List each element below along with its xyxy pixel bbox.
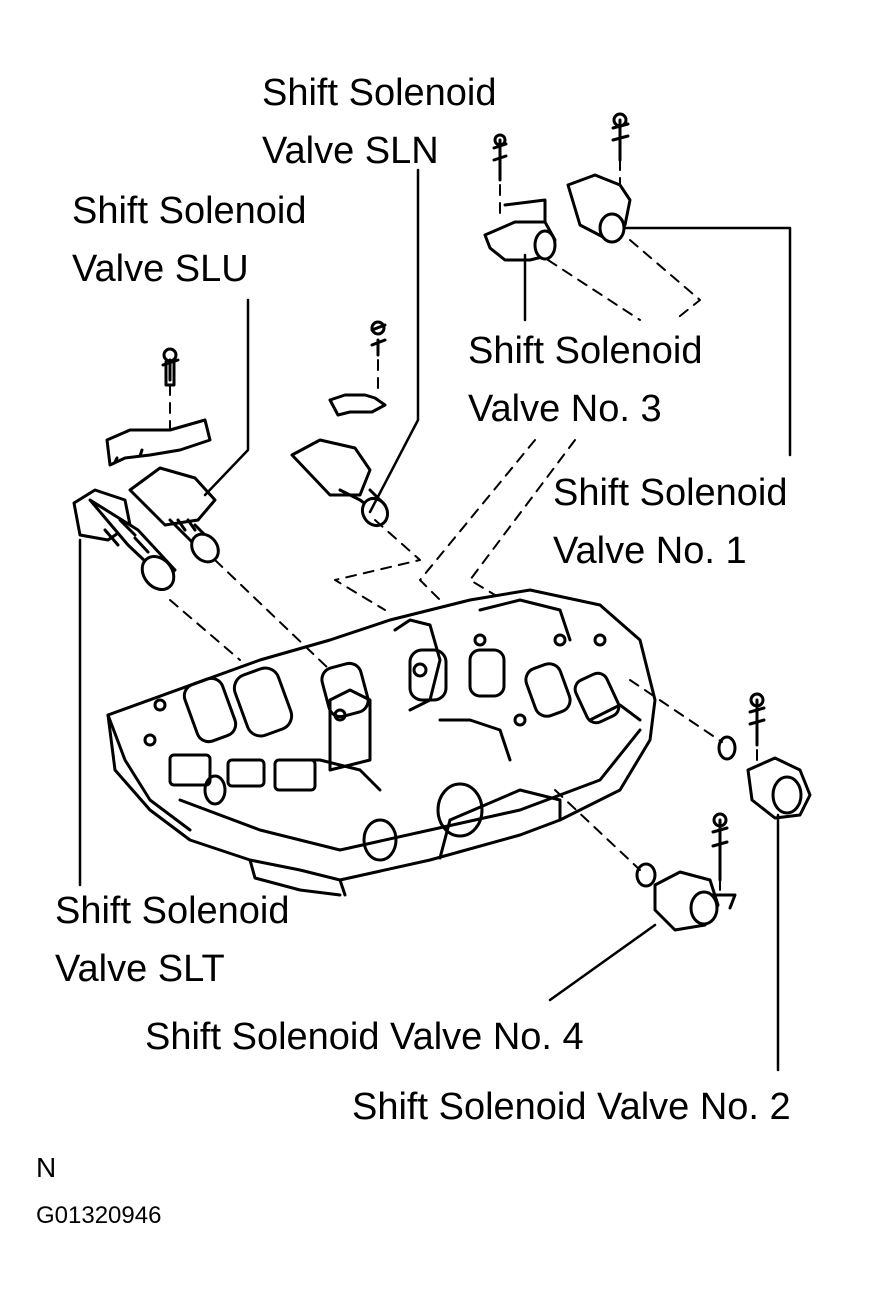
label-no3-line2: Valve No. 3	[468, 388, 662, 430]
label-valve-no4: Shift Solenoid Valve No. 4	[145, 1016, 584, 1058]
label-valve-slu: Shift Solenoid Valve SLU	[72, 182, 307, 298]
solenoid-slt	[72, 488, 177, 591]
label-valve-no1: Shift Solenoid Valve No. 1	[553, 464, 788, 580]
leader-lines	[78, 168, 792, 1072]
clamp-bracket-left	[105, 347, 212, 467]
label-no3-line1: Shift Solenoid	[468, 330, 703, 372]
clamp-bracket-sln	[328, 320, 387, 417]
solenoid-slu	[128, 466, 220, 564]
valve-body	[106, 588, 657, 897]
label-no1-line1: Shift Solenoid	[553, 472, 788, 514]
label-valve-no3: Shift Solenoid Valve No. 3	[468, 322, 703, 438]
label-slu-line1: Shift Solenoid	[72, 190, 307, 232]
solenoid-sln	[290, 438, 390, 528]
label-no1-line2: Valve No. 1	[553, 530, 747, 572]
figure-id: G01320946	[36, 1202, 162, 1229]
label-sln-line1: Shift Solenoid	[262, 72, 497, 114]
label-slu-line2: Valve SLU	[72, 248, 249, 290]
corner-code: N	[36, 1152, 57, 1183]
label-valve-no2: Shift Solenoid Valve No. 2	[352, 1086, 791, 1128]
label-valve-slt: Shift Solenoid Valve SLT	[55, 882, 290, 998]
label-slt-line2: Valve SLT	[55, 948, 225, 990]
label-slt-line1: Shift Solenoid	[55, 890, 290, 932]
solenoid-no4	[635, 812, 737, 932]
solenoid-no2	[717, 692, 812, 820]
label-valve-sln: Shift Solenoid Valve SLN	[262, 64, 497, 180]
solenoid-no3	[483, 133, 557, 262]
label-sln-line2: Valve SLN	[262, 130, 439, 172]
solenoid-no1	[566, 112, 632, 244]
assembly-lines	[169, 159, 758, 896]
